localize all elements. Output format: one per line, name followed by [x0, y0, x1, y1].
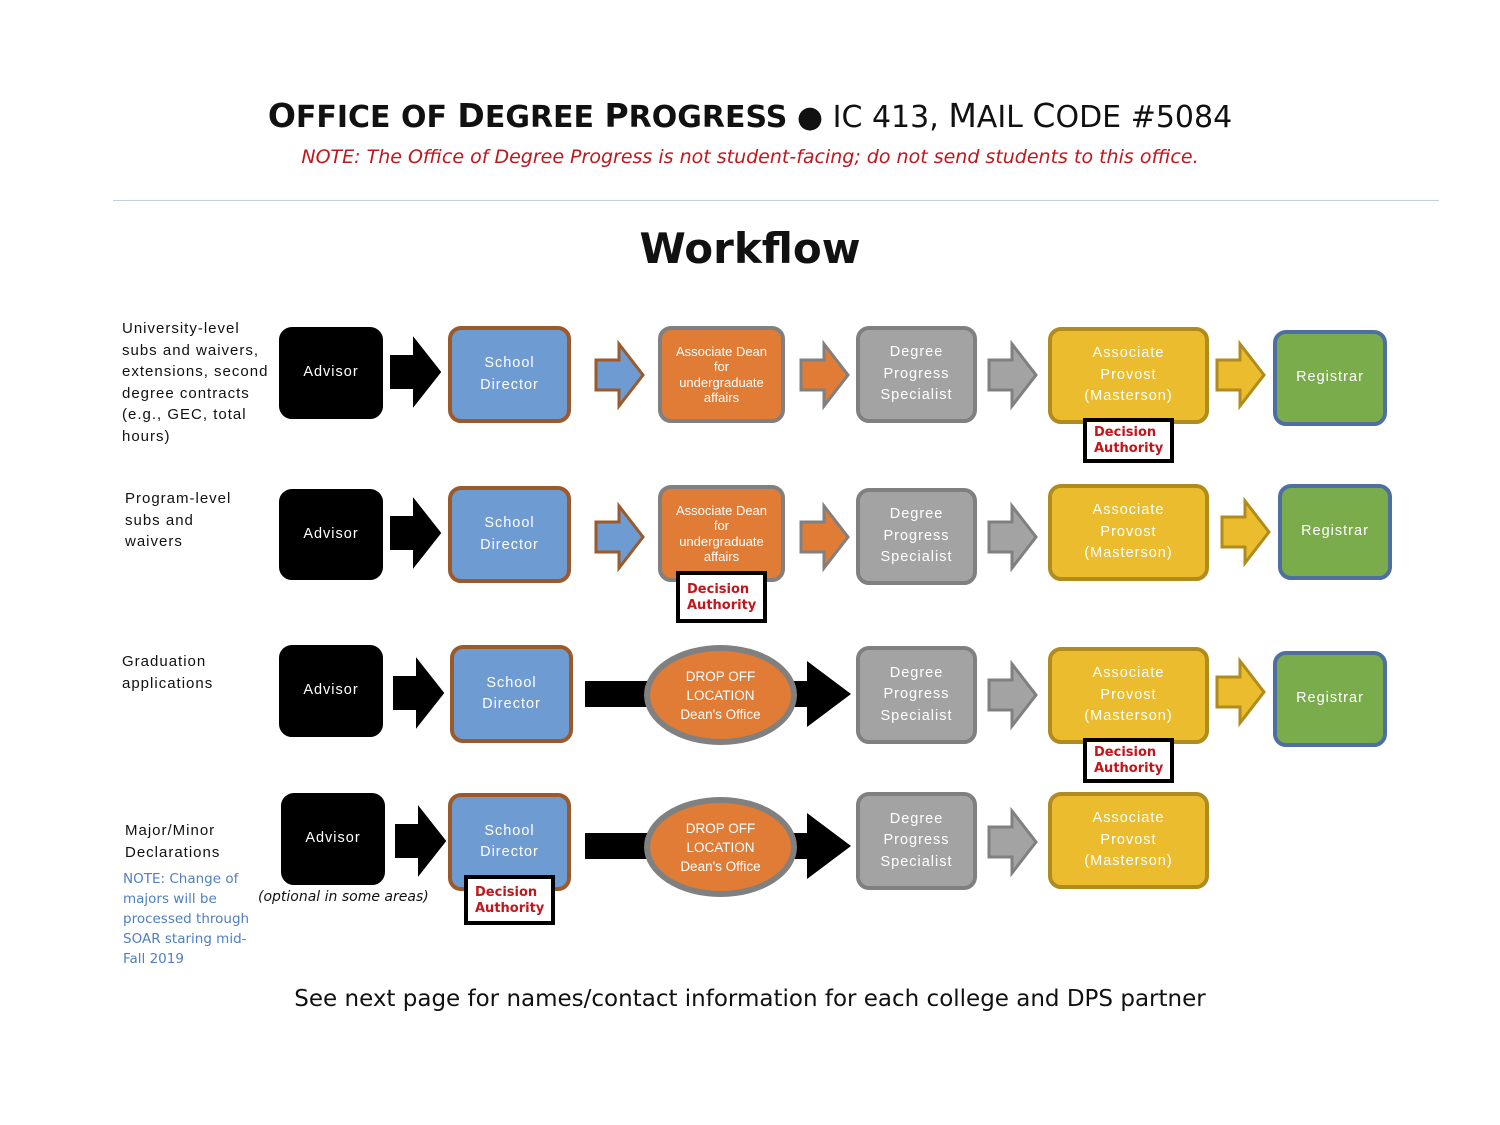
row-label-university-level: University-level subs and waivers, exten… — [122, 320, 269, 445]
decision-authority-badge: Decision Authority — [464, 875, 555, 925]
row-label-major-minor: Major/Minor Declarations — [125, 822, 221, 861]
decision-authority-badge: Decision Authority — [1083, 418, 1174, 463]
arrow-right-icon — [390, 336, 442, 408]
associate-dean-node: Associate Dean for undergraduate affairs — [658, 485, 785, 582]
arrow-right-icon — [799, 339, 850, 411]
degree-progress-specialist-node: Degree Progress Specialist — [856, 488, 977, 585]
registrar-node: Registrar — [1273, 330, 1387, 426]
drop-off-location-node: DROP OFF LOCATION Dean's Office — [644, 645, 797, 745]
school-director-node: School Director — [448, 326, 571, 423]
arrow-right-icon — [799, 501, 850, 573]
arrow-right-icon — [395, 805, 447, 877]
optional-note: (optional in some areas) — [258, 889, 429, 905]
degree-progress-specialist-node: Degree Progress Specialist — [856, 646, 977, 744]
arrow-right-icon — [987, 501, 1038, 573]
associate-provost-node: Associate Provost (Masterson) — [1048, 484, 1209, 581]
associate-provost-node: Associate Provost (Masterson) — [1048, 327, 1209, 424]
soar-change-note: NOTE: Change of majors will be processed… — [123, 871, 250, 967]
arrow-right-icon — [594, 339, 645, 411]
divider — [113, 200, 1439, 201]
registrar-node: Registrar — [1273, 651, 1387, 747]
workflow-heading: Workflow — [639, 224, 861, 273]
degree-progress-specialist-node: Degree Progress Specialist — [856, 326, 977, 423]
title-bullet: ● — [796, 100, 824, 135]
footer-text: See next page for names/contact informat… — [294, 986, 1206, 1012]
advisor-node: Advisor — [279, 327, 383, 419]
degree-progress-specialist-node: Degree Progress Specialist — [856, 792, 977, 890]
advisor-node: Advisor — [279, 489, 383, 580]
arrow-right-icon — [390, 497, 442, 569]
page-title: OFFICE OF DEGREE PROGRESS ● IC 413, MAIL… — [267, 96, 1233, 135]
advisor-node: Advisor — [279, 645, 383, 737]
advisor-node: Advisor — [281, 793, 385, 885]
decision-authority-badge: Decision Authority — [1083, 738, 1174, 783]
arrow-right-icon — [1220, 496, 1271, 568]
row-label-graduation: Graduation applications — [122, 653, 214, 692]
school-director-node: School Director — [450, 645, 573, 743]
associate-provost-node: Associate Provost (Masterson) — [1048, 647, 1209, 744]
decision-authority-badge: Decision Authority — [676, 571, 767, 623]
arrow-right-icon — [987, 339, 1038, 411]
arrow-right-icon — [393, 657, 445, 729]
arrow-right-icon — [987, 806, 1038, 878]
registrar-node: Registrar — [1278, 484, 1392, 580]
arrow-right-icon — [1215, 339, 1266, 411]
row-label-program-level: Program-level subs and waivers — [125, 490, 232, 550]
header-note: NOTE: The Office of Degree Progress is n… — [301, 146, 1199, 168]
associate-dean-node: Associate Dean for undergraduate affairs — [658, 326, 785, 423]
drop-off-location-node: DROP OFF LOCATION Dean's Office — [644, 797, 797, 897]
arrow-right-icon — [1215, 656, 1266, 728]
arrow-right-icon — [594, 501, 645, 573]
school-director-node: School Director — [448, 486, 571, 583]
arrow-right-icon — [987, 659, 1038, 731]
associate-provost-node: Associate Provost (Masterson) — [1048, 792, 1209, 889]
school-director-node: School Director — [448, 793, 571, 891]
